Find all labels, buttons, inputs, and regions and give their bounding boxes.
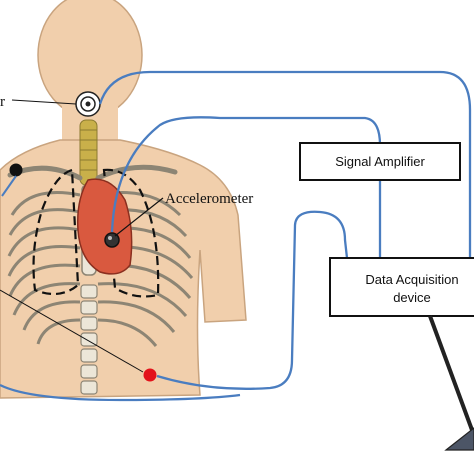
data-acquisition-label-line1: Data Acquisition: [365, 272, 458, 287]
red-electrode-wire: [156, 210, 349, 390]
throat-sensor-wire: [98, 70, 472, 260]
accelerometer-sensor: [104, 232, 120, 248]
accelerometer-wire: [110, 116, 382, 233]
data-acquisition-label-line2: device: [393, 290, 431, 305]
signal-amplifier-box: Signal Amplifier: [299, 142, 461, 181]
red-electrode-lead: [0, 289, 144, 373]
black-electrode-lead: [1, 175, 17, 197]
signal-amplifier-label: Signal Amplifier: [335, 154, 425, 169]
right-lung-outline: [102, 168, 160, 298]
spine: [80, 284, 98, 395]
human-torso-illustration: [0, 0, 247, 399]
accelerometer-leader-line: [114, 197, 164, 237]
data-acquisition-device-box: Data Acquisition device: [329, 257, 474, 317]
lower-left-wire: [0, 383, 241, 402]
black-electrode: [9, 163, 23, 177]
signal-wires: [0, 70, 472, 402]
computer-stand: [428, 315, 474, 451]
red-electrode: [143, 368, 157, 382]
left-lung-outline: [32, 168, 80, 296]
throat-sensor-label-fragment: r: [0, 94, 5, 110]
heart: [76, 178, 133, 275]
accelerometer-label: Accelerometer: [165, 191, 253, 207]
throat-sensor: [75, 91, 101, 117]
throat-sensor-leader-line: [11, 99, 77, 105]
